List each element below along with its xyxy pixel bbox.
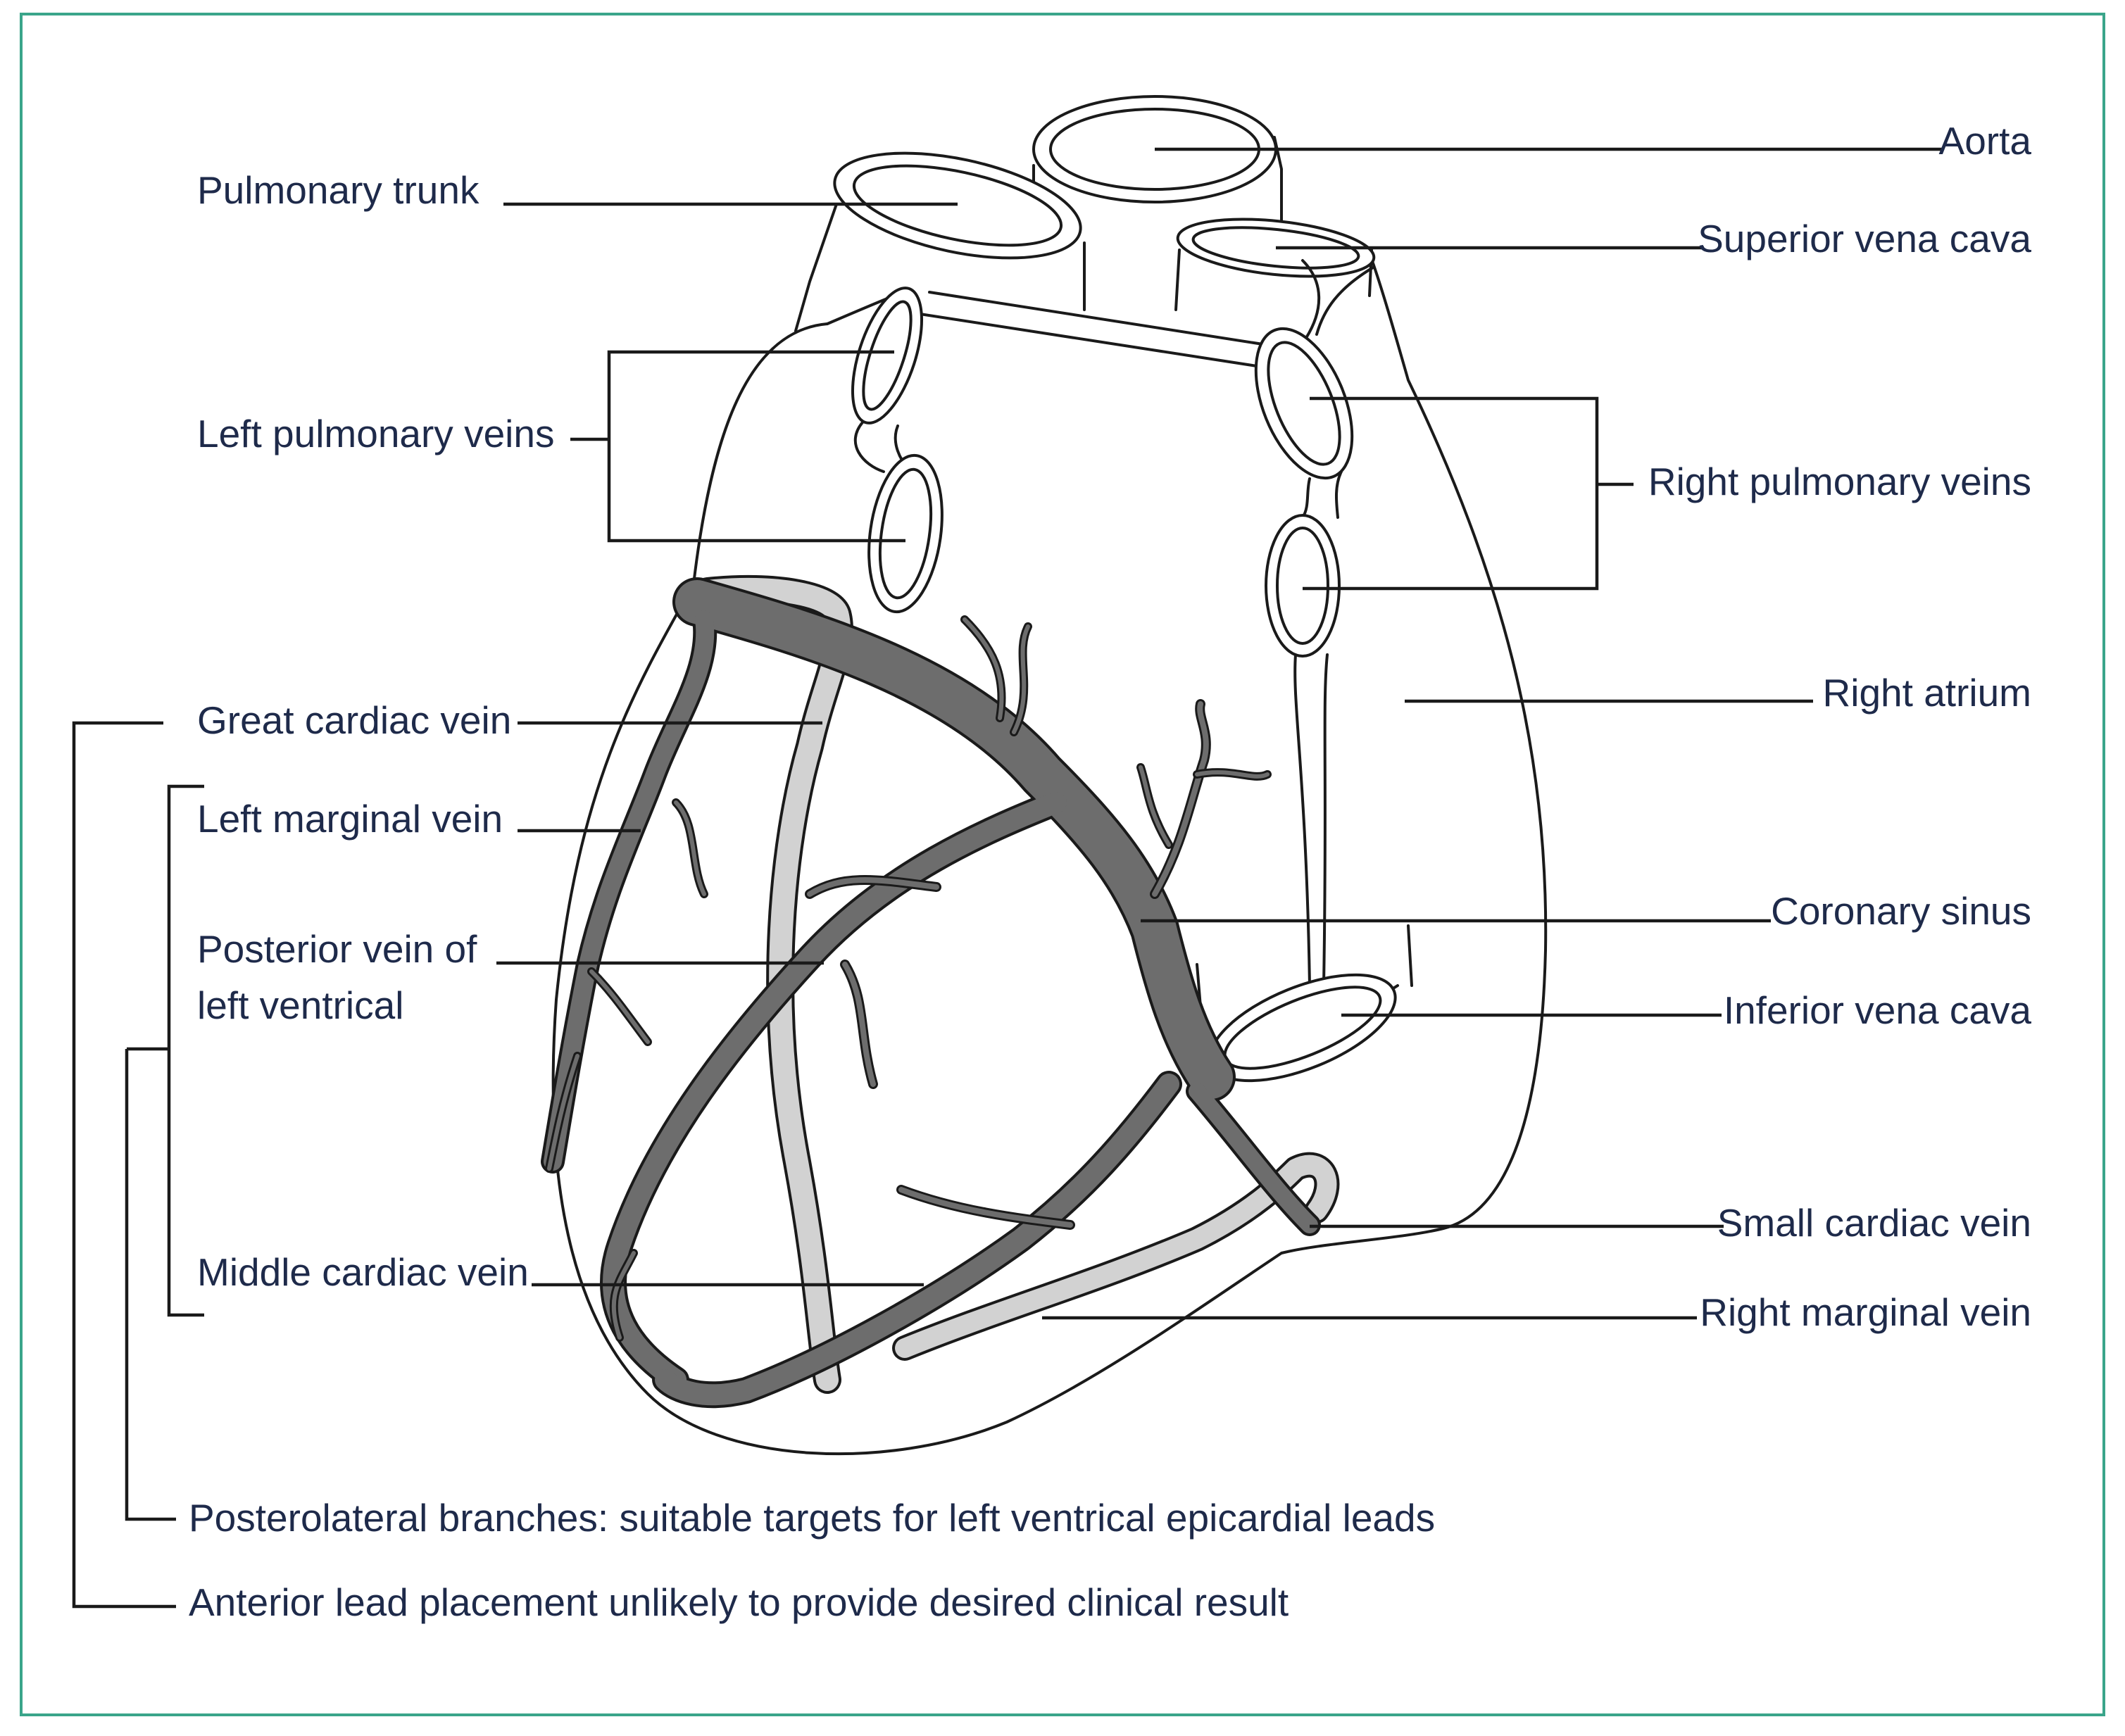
- label-left-marginal-vein: Left marginal vein: [197, 797, 503, 841]
- label-right-atrium: Right atrium: [1823, 671, 2031, 715]
- cardiac-veins: [541, 577, 1321, 1409]
- left-pulmonary-veins: [851, 287, 1269, 614]
- label-great-cardiac-vein: Great cardiac vein: [197, 698, 511, 742]
- note-anterior-lead-placement: Anterior lead placement unlikely to prov…: [189, 1580, 1289, 1624]
- label-aorta: Aorta: [1939, 119, 2032, 163]
- label-left-pulmonary-veins: Left pulmonary veins: [197, 412, 555, 455]
- note-posterolateral-branches: Posterolateral branches: suitable target…: [189, 1496, 1435, 1540]
- coronary-arteries: [694, 574, 1340, 1394]
- right-pulmonary-veins: [1254, 327, 1399, 1015]
- label-pulmonary-trunk: Pulmonary trunk: [197, 168, 479, 212]
- label-middle-cardiac-vein: Middle cardiac vein: [197, 1250, 529, 1294]
- superior-vena-cava: [1174, 218, 1376, 339]
- label-small-cardiac-vein: Small cardiac vein: [1717, 1201, 2031, 1245]
- heart-outline: [551, 252, 1548, 1456]
- label-posterior-vein-line2: left ventrical: [197, 983, 403, 1027]
- labels: Aorta Pulmonary trunk Superior vena cava…: [189, 119, 2031, 1624]
- label-right-marginal-vein: Right marginal vein: [1700, 1290, 2031, 1334]
- label-superior-vena-cava: Superior vena cava: [1698, 217, 2031, 260]
- leader-lines: [72, 147, 1943, 1609]
- label-inferior-vena-cava: Inferior vena cava: [1724, 988, 2032, 1032]
- label-posterior-vein-line1: Posterior vein of: [197, 927, 477, 971]
- figure-frame: [20, 13, 2105, 1716]
- label-right-pulmonary-veins: Right pulmonary veins: [1648, 460, 2031, 503]
- label-coronary-sinus: Coronary sinus: [1771, 889, 2031, 933]
